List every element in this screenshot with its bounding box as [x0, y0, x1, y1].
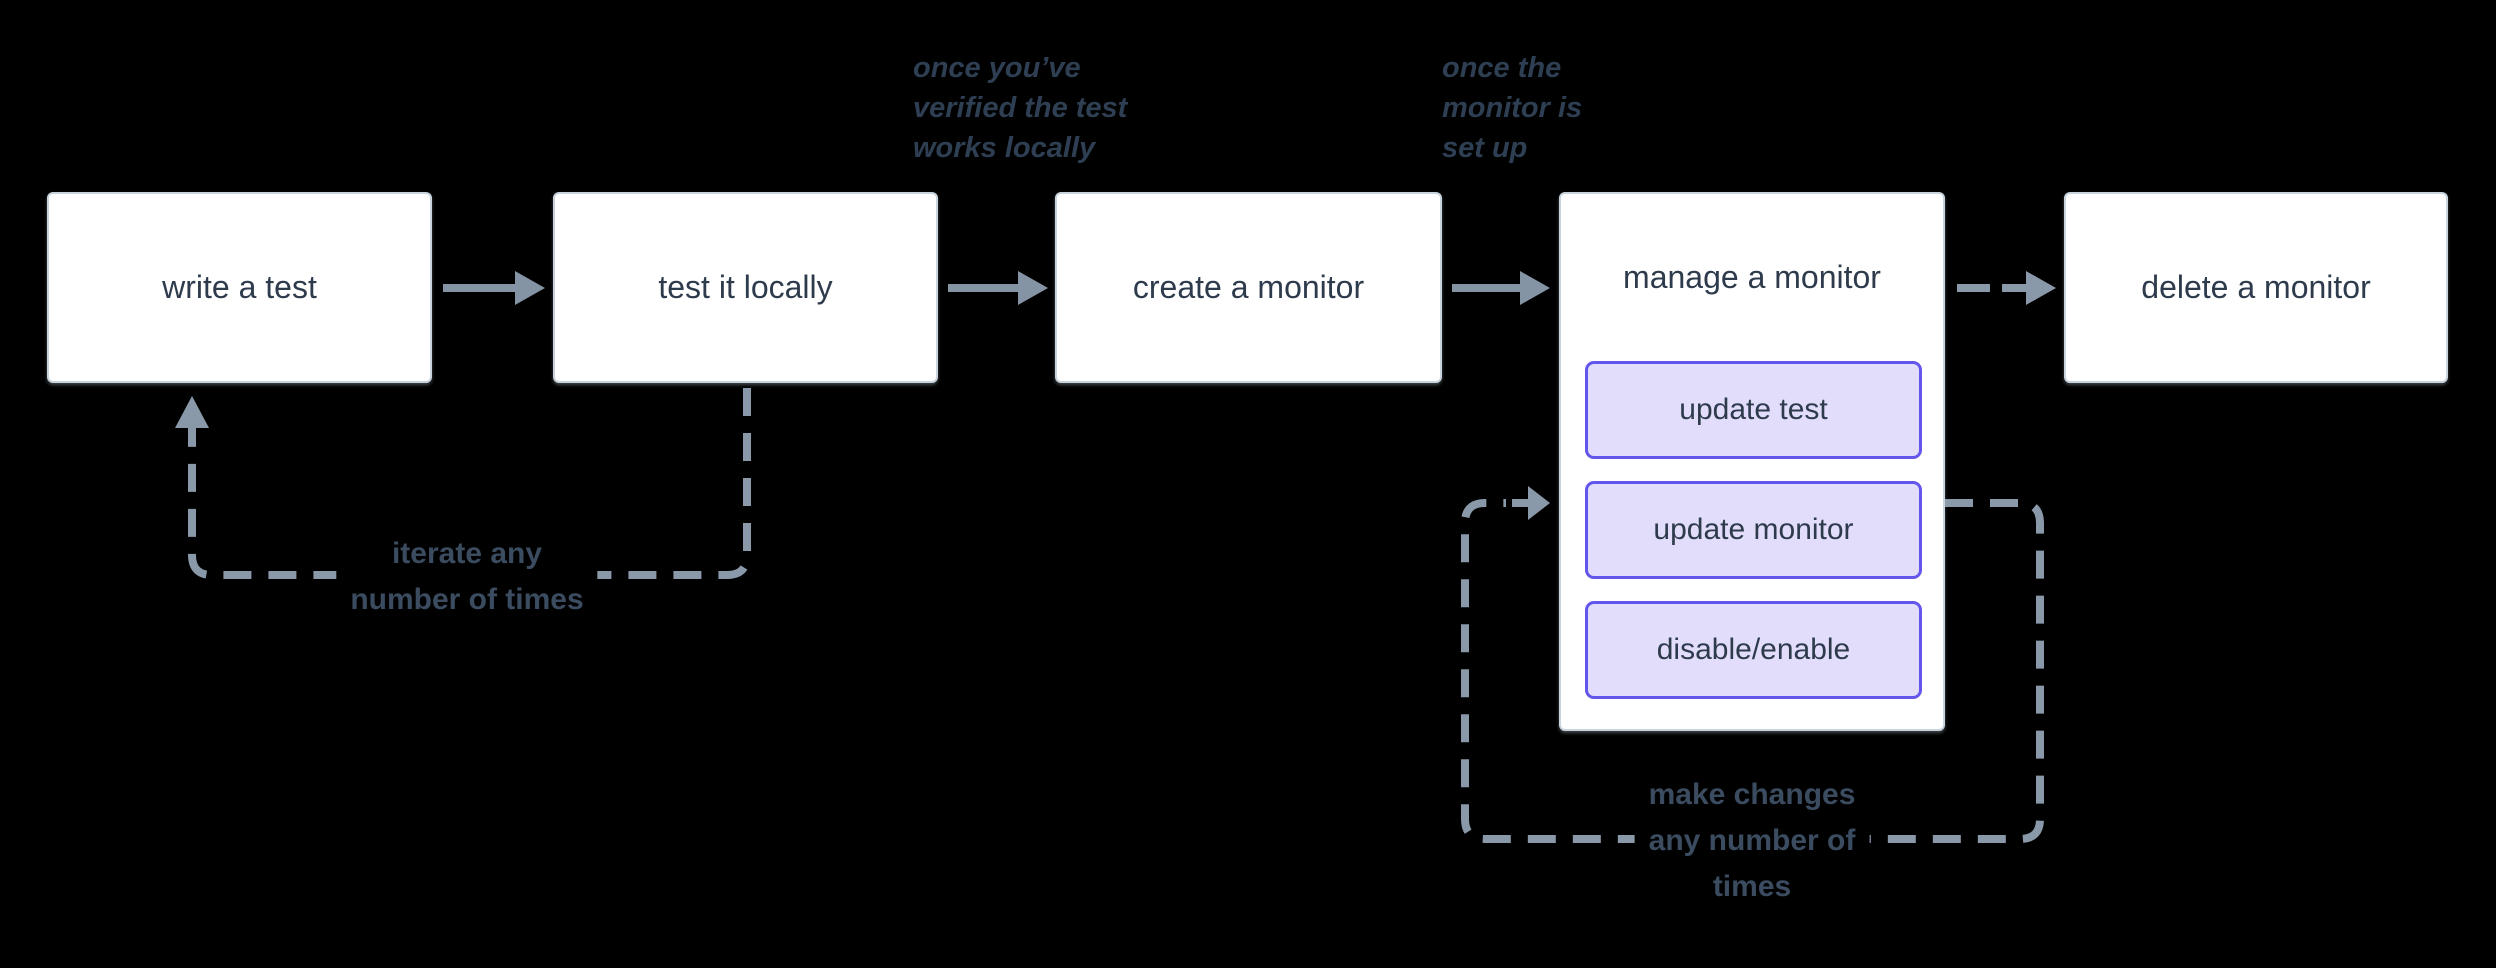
annotation-setup-line2: monitor is [1442, 92, 1583, 124]
annotation-verified-line1: once you’ve [913, 52, 1081, 84]
loop-label-iterate: iterate any number of times [336, 529, 598, 625]
annotation-setup-line3: set up [1442, 132, 1528, 164]
sub-node-disable-enable-label: disable/enable [1656, 633, 1851, 666]
node-manage-a-monitor: manage a monitor update test update moni… [1559, 192, 1945, 731]
node-delete-a-monitor: delete a monitor [2064, 192, 2448, 383]
loop-label-changes-line2: any number of [1648, 824, 1856, 857]
loop-label-make-changes: make changes any number of times [1634, 770, 1870, 912]
sub-node-update-monitor-label: update monitor [1653, 513, 1854, 546]
sub-node-update-test-label: update test [1679, 393, 1828, 426]
sub-node-update-test: update test [1585, 361, 1922, 459]
loop-make-changes [1461, 486, 2044, 843]
annotation-verified-locally: once you’ve verified the test works loca… [913, 48, 1127, 168]
loop-label-changes-line3: times [1712, 870, 1792, 903]
node-create-a-monitor: create a monitor [1055, 192, 1442, 383]
node-test-it-locally: test it locally [553, 192, 938, 383]
annotation-verified-line2: verified the test [913, 92, 1128, 124]
arrow-write-to-test [443, 271, 545, 305]
annotation-monitor-set-up: once the monitor is set up [1442, 48, 1582, 168]
annotation-verified-line3: works locally [913, 132, 1096, 164]
arrow-create-to-manage [1452, 271, 1550, 305]
node-create-a-monitor-label: create a monitor [1132, 269, 1365, 305]
arrow-test-to-create [948, 271, 1048, 305]
node-test-it-locally-label: test it locally [658, 269, 833, 305]
sub-node-disable-enable: disable/enable [1585, 601, 1922, 699]
node-write-a-test: write a test [47, 192, 432, 383]
loop-label-changes-line1: make changes [1648, 778, 1856, 811]
loop-label-iterate-line1: iterate any [391, 537, 543, 570]
sub-node-update-monitor: update monitor [1585, 481, 1922, 579]
node-write-a-test-label: write a test [162, 269, 317, 305]
node-delete-a-monitor-label: delete a monitor [2141, 269, 2371, 305]
node-manage-a-monitor-label: manage a monitor [1623, 259, 1881, 295]
loop-label-iterate-line2: number of times [350, 583, 584, 616]
arrow-manage-to-delete [1957, 271, 2056, 305]
annotation-setup-line1: once the [1442, 52, 1562, 84]
